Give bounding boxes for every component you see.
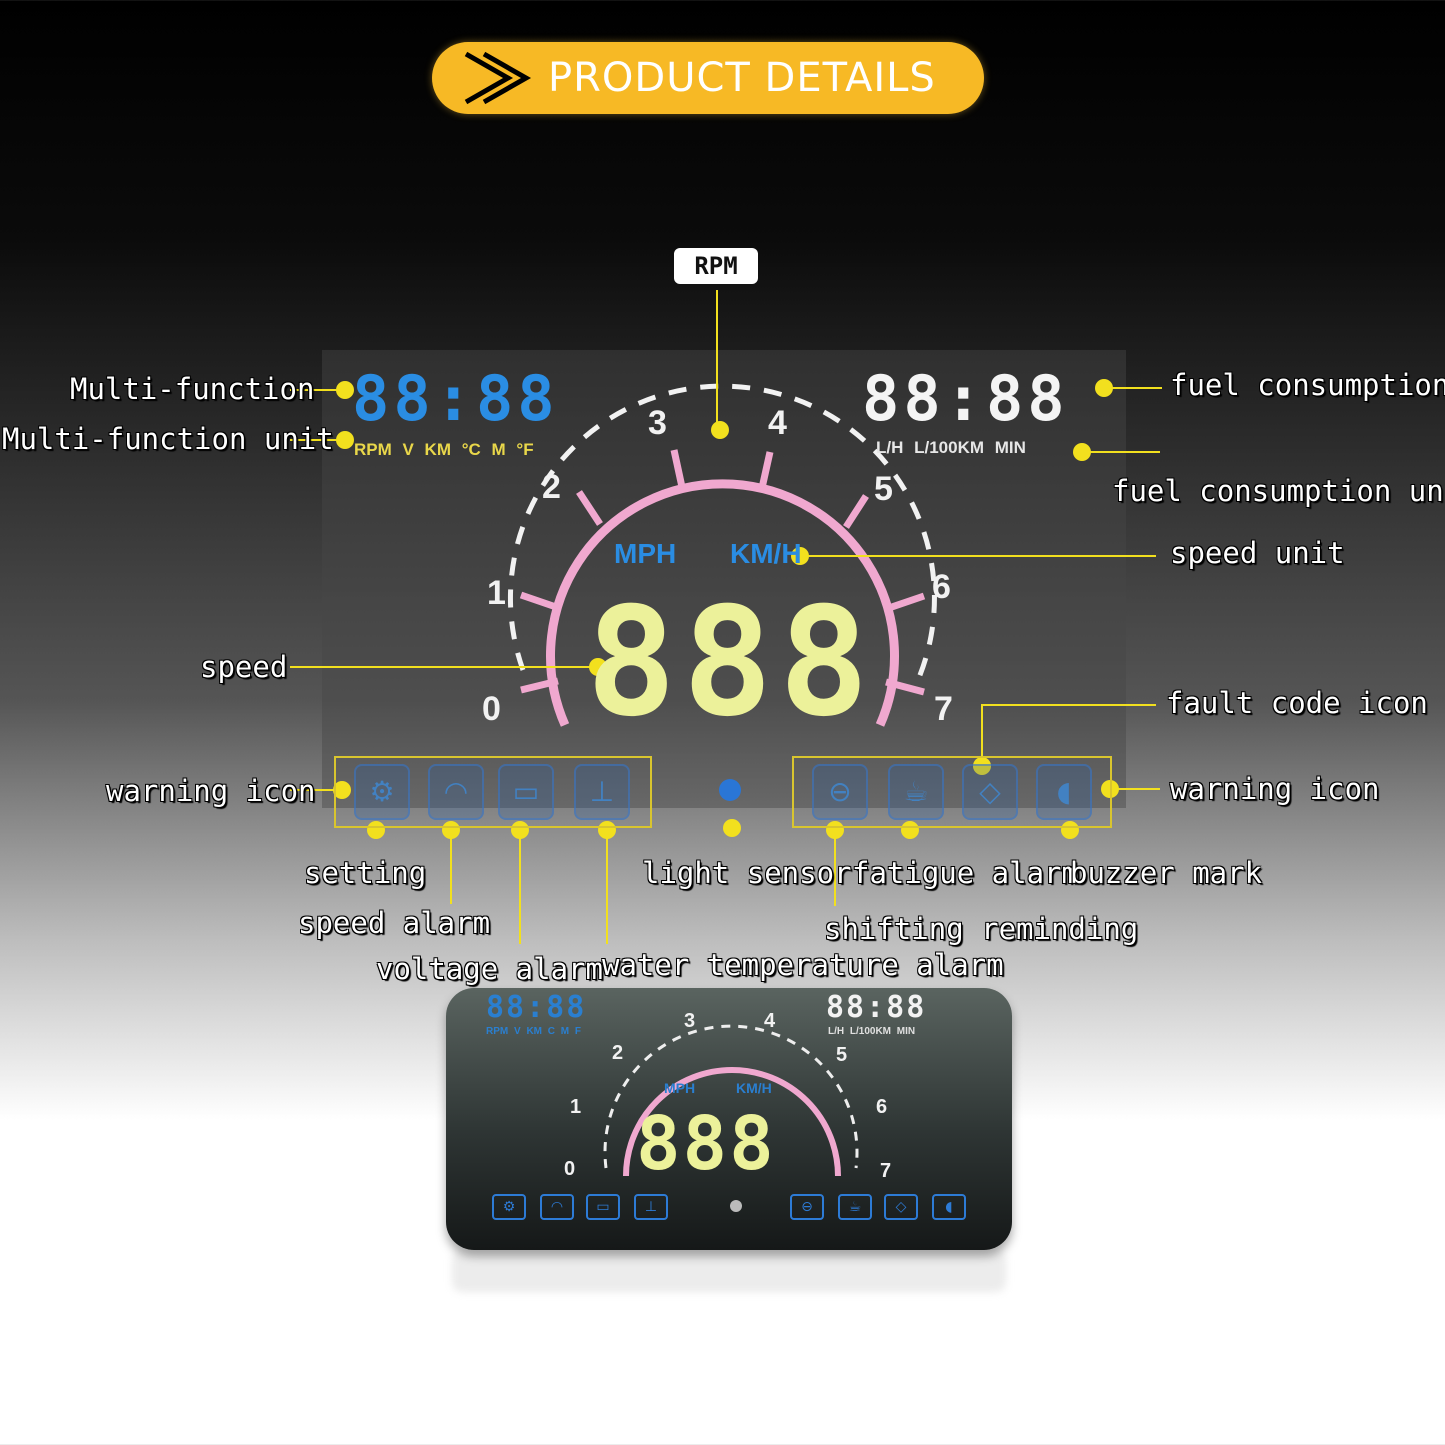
device-tach-3: 3 — [684, 1010, 696, 1032]
multi-function-label: Multi-function — [70, 372, 315, 406]
fuel-consumption-unit-label: fuel consumption unit — [1112, 474, 1445, 508]
fault-code-icon-label: fault code icon — [1166, 686, 1428, 720]
tach-number-4: 4 — [768, 404, 787, 442]
device-mph: MPH — [664, 1080, 696, 1096]
device-speedometer-icon: ◠ — [540, 1194, 574, 1220]
device-tach-5: 5 — [836, 1044, 848, 1066]
device-reflection — [452, 1250, 1006, 1292]
banner-title: PRODUCT DETAILS — [548, 55, 936, 101]
device-thermometer-icon: ⊥ — [634, 1194, 668, 1220]
light-sensor-dot — [719, 779, 741, 801]
device-speaker-icon: ◖ — [932, 1194, 966, 1220]
speed-digits: 888 — [586, 576, 875, 750]
device-fuel-digits: 88:88 — [826, 990, 927, 1025]
tach-number-7: 7 — [934, 690, 953, 728]
light-sensor-label: light sensor — [642, 856, 852, 890]
buzzer-mark-label: buzzer mark — [1070, 856, 1263, 890]
device-multi-digits: 88:88 — [486, 990, 587, 1025]
multi-function-unit-label: Multi-function unit — [2, 422, 334, 456]
warning-icon-left-label: warning icon — [106, 774, 316, 808]
device-light-sensor — [730, 1200, 742, 1212]
device-speed-digits: 888 — [636, 1101, 776, 1187]
speedometer-icon: ◠ — [428, 764, 484, 820]
device-tach-0: 0 — [564, 1158, 576, 1180]
device-tach-4: 4 — [764, 1010, 776, 1032]
fuel-consumption-digits: 88:88 — [862, 362, 1069, 435]
speed-unit-kmh: KM/H — [730, 538, 802, 569]
rpm-label: RPM — [674, 248, 758, 284]
device-kmh: KM/H — [736, 1080, 772, 1096]
speed-unit-mph: MPH — [614, 538, 677, 569]
thermometer-icon: ⊥ — [574, 764, 630, 820]
tach-number-6: 6 — [932, 568, 951, 606]
speed-unit-label: speed unit — [1170, 536, 1345, 570]
voltage-alarm-label: voltage alarm — [376, 952, 603, 986]
device-coffee-cup-icon: ☕ — [838, 1194, 872, 1220]
steering-wheel-icon: ⊖ — [812, 764, 868, 820]
tach-number-2: 2 — [542, 468, 561, 506]
device-gear-icon: ⚙ — [492, 1194, 526, 1220]
device-engine-icon: ◇ — [884, 1194, 918, 1220]
speaker-icon: ◖ — [1036, 764, 1092, 820]
device-tachometer-arc — [603, 1024, 859, 1177]
chevron-right-icon — [464, 51, 532, 105]
battery-icon: ▭ — [498, 764, 554, 820]
water-temperature-alarm-label: water temperature alarm — [602, 948, 1004, 982]
setting-label: setting — [304, 856, 427, 890]
tach-number-1: 1 — [487, 574, 506, 612]
device-tach-6: 6 — [876, 1096, 888, 1118]
coffee-cup-icon: ☕ — [888, 764, 944, 820]
gear-icon: ⚙ — [354, 764, 410, 820]
device-steering-wheel-icon: ⊖ — [790, 1194, 824, 1220]
fuel-consumption-units: L/H L/100KM MIN — [876, 438, 1026, 457]
multi-function-units: RPM V KM °C M °F — [354, 440, 534, 459]
tach-number-5: 5 — [874, 470, 893, 508]
fuel-consumption-label: fuel consumption — [1170, 368, 1445, 402]
device-battery-icon: ▭ — [586, 1194, 620, 1220]
engine-icon: ◇ — [962, 764, 1018, 820]
speed-label: speed — [200, 650, 288, 684]
device-tach-7: 7 — [880, 1160, 892, 1182]
right-warning-icon-group: ⊖ ☕ ◇ ◖ — [792, 756, 1112, 828]
shifting-reminding-label: shifting reminding — [824, 912, 1139, 946]
device-multi-units: RPM V KM C M F — [486, 1026, 581, 1037]
device-fuel-units: L/H L/100KM MIN — [828, 1026, 916, 1037]
product-details-banner: PRODUCT DETAILS — [432, 42, 984, 114]
device-tach-2: 2 — [612, 1042, 624, 1064]
tach-number-0: 0 — [482, 690, 501, 728]
multi-function-digits: 88:88 — [352, 362, 559, 435]
fatigue-alarm-label: fatigue alarm — [852, 856, 1079, 890]
warning-icon-right-label: warning icon — [1170, 772, 1380, 806]
hud-device: 88:88 RPM V KM C M F 88:88 L/H L/100KM M… — [446, 988, 1012, 1250]
tach-number-3: 3 — [648, 404, 667, 442]
left-warning-icon-group: ⚙ ◠ ▭ ⊥ — [334, 756, 652, 828]
device-tach-1: 1 — [570, 1096, 582, 1118]
speed-alarm-label: speed alarm — [298, 906, 491, 940]
